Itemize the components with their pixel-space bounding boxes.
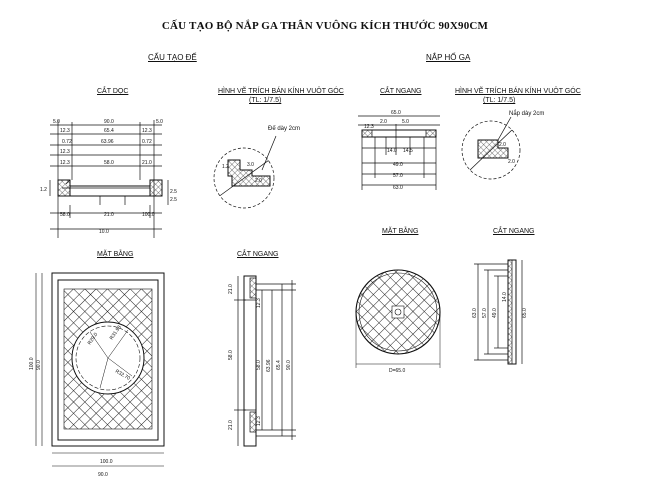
dimension-label: 12.3 xyxy=(60,160,70,166)
dimension-label: 63.0 xyxy=(472,308,478,318)
dimension-label: 100.0 xyxy=(29,357,35,370)
dimension-label: 12.3 xyxy=(142,128,152,134)
dimension-label: 58.0 xyxy=(104,160,114,166)
dimension-label: 57.0 xyxy=(393,173,403,179)
dimension-label: 1.2 xyxy=(40,187,47,193)
detail-base-view xyxy=(213,135,277,209)
view-label-cat-ngang-cover2: CẮT NGANG xyxy=(493,228,535,235)
dimension-label: 2.5 xyxy=(170,197,177,203)
dimension-label: 0.72 xyxy=(142,139,152,145)
dimension-label: 2.5 xyxy=(170,189,177,195)
view-label-cat-doc: CẮT DỌC xyxy=(97,88,129,95)
dimension-label: 12.3 xyxy=(364,124,374,130)
cover-section-dims: 65.0 2.0 5.0 12.3 14.0 14.5 49.0 57.0 63… xyxy=(364,110,413,191)
dimension-label: 57.0 xyxy=(482,308,488,318)
dimension-label: 65.0 xyxy=(522,308,528,318)
cover-plan-dims: D=65.0 xyxy=(389,368,405,374)
dimension-label: 100.0 xyxy=(142,212,155,218)
dimension-label: 12.3 xyxy=(60,149,70,155)
drawing-title: CẤU TẠO BỘ NẮP GA THÂN VUÔNG KÍCH THƯỚC … xyxy=(161,20,489,32)
dimension-label: 63.96 xyxy=(101,139,114,145)
view-label-detail-base: HÌNH VẼ TRÍCH BÁN KÍNH VUÔT GÓC xyxy=(218,88,344,95)
dimension-label: 63.96 xyxy=(266,359,272,372)
cover-ngang-view xyxy=(474,259,523,365)
cover-plan-view xyxy=(355,269,441,368)
svg-text:2.0: 2.0 xyxy=(499,142,506,148)
dimension-label: 21.0 xyxy=(104,212,114,218)
cover-section-view xyxy=(358,115,440,190)
cover-ngang-dims: 63.0 57.0 49.0 14.0 65.0 xyxy=(472,292,528,318)
dimension-label: 90.0 xyxy=(286,360,292,370)
dimension-label: 65.4 xyxy=(276,360,282,370)
dimension-label: D=65.0 xyxy=(389,368,405,374)
section-label-base: CẤU TẠO ĐẾ xyxy=(148,53,197,62)
dimension-label: 10.0 xyxy=(99,229,109,235)
detail-base-dims: 1.2 3.0 2.0 xyxy=(222,162,262,184)
dimension-label: 65.0 xyxy=(391,110,401,116)
view-label-detail-scale: (TL: 1/7.5) xyxy=(249,97,282,104)
dimension-label: 5.0 xyxy=(156,119,163,125)
dimension-label: 21.0 xyxy=(142,160,152,166)
dimension-label: 49.0 xyxy=(393,162,403,168)
dimension-label: 90.0 xyxy=(98,472,108,478)
dimension-label: 2.0 xyxy=(380,119,387,125)
view-label-cat-ngang-cover: CẮT NGANG xyxy=(380,88,422,95)
svg-text:1.2: 1.2 xyxy=(222,164,229,170)
view-label-detail-cover: HÌNH VẼ TRÍCH BÁN KÍNH VUÔT GÓC xyxy=(455,88,581,95)
dimension-label: 65.4 xyxy=(104,128,114,134)
dimension-label: 21.0 xyxy=(228,284,234,294)
dimension-label: 14.0 xyxy=(502,292,508,302)
dimension-label: 12.3 xyxy=(60,128,70,134)
view-label-mat-bang-cover: MẶT BẰNG xyxy=(382,228,419,235)
view-label-cat-ngang-base: CẮT NGANG xyxy=(237,251,279,258)
dimension-label: 58.0 xyxy=(60,212,70,218)
dimension-label: 12.3 xyxy=(256,298,262,308)
note-base-thickness: Đế dày 2cm xyxy=(268,126,301,132)
dimension-label: 12.3 xyxy=(256,416,262,426)
dimension-label: 90.0 xyxy=(104,119,114,125)
svg-text:2.0: 2.0 xyxy=(508,159,515,165)
detail-cover-view xyxy=(461,116,521,180)
section-label-cover: NẮP HỐ GA xyxy=(426,53,471,62)
dimension-label: 21.0 xyxy=(228,420,234,430)
cat-doc-dims: 5.0 90.0 5.0 12.3 65.4 12.3 0.72 63.96 0… xyxy=(40,119,177,235)
dimension-label: 90.0 xyxy=(36,360,42,370)
dimension-label: 5.0 xyxy=(53,119,60,125)
dimension-label: 58.0 xyxy=(228,350,234,360)
view-label-detail-cover-scale: (TL: 1/7.5) xyxy=(483,97,516,104)
dimension-label: 0.72 xyxy=(62,139,72,145)
cat-doc-view xyxy=(49,120,169,238)
cat-ngang-base-view xyxy=(234,275,296,447)
dimension-label: 49.0 xyxy=(492,308,498,318)
view-label-mat-bang-base: MẶT BẰNG xyxy=(97,251,134,258)
dimension-label: 63.0 xyxy=(393,185,403,191)
dimension-label: 5.0 xyxy=(402,119,409,125)
plan-base-view xyxy=(35,272,165,467)
dimension-label: 14.5 xyxy=(403,148,413,154)
svg-text:3.0: 3.0 xyxy=(247,162,254,168)
note-cover-thickness: Nắp dày 2cm xyxy=(509,111,545,117)
cat-ngang-base-dims: 21.0 58.0 21.0 12.3 63.96 65.4 58.0 90.0… xyxy=(228,284,292,430)
dimension-label: 58.0 xyxy=(256,360,262,370)
dimension-label: 14.0 xyxy=(387,148,397,154)
detail-cover-dims: 2.0 2.0 xyxy=(499,142,515,165)
svg-text:2.0: 2.0 xyxy=(255,178,262,184)
dimension-label: 100.0 xyxy=(100,459,113,465)
